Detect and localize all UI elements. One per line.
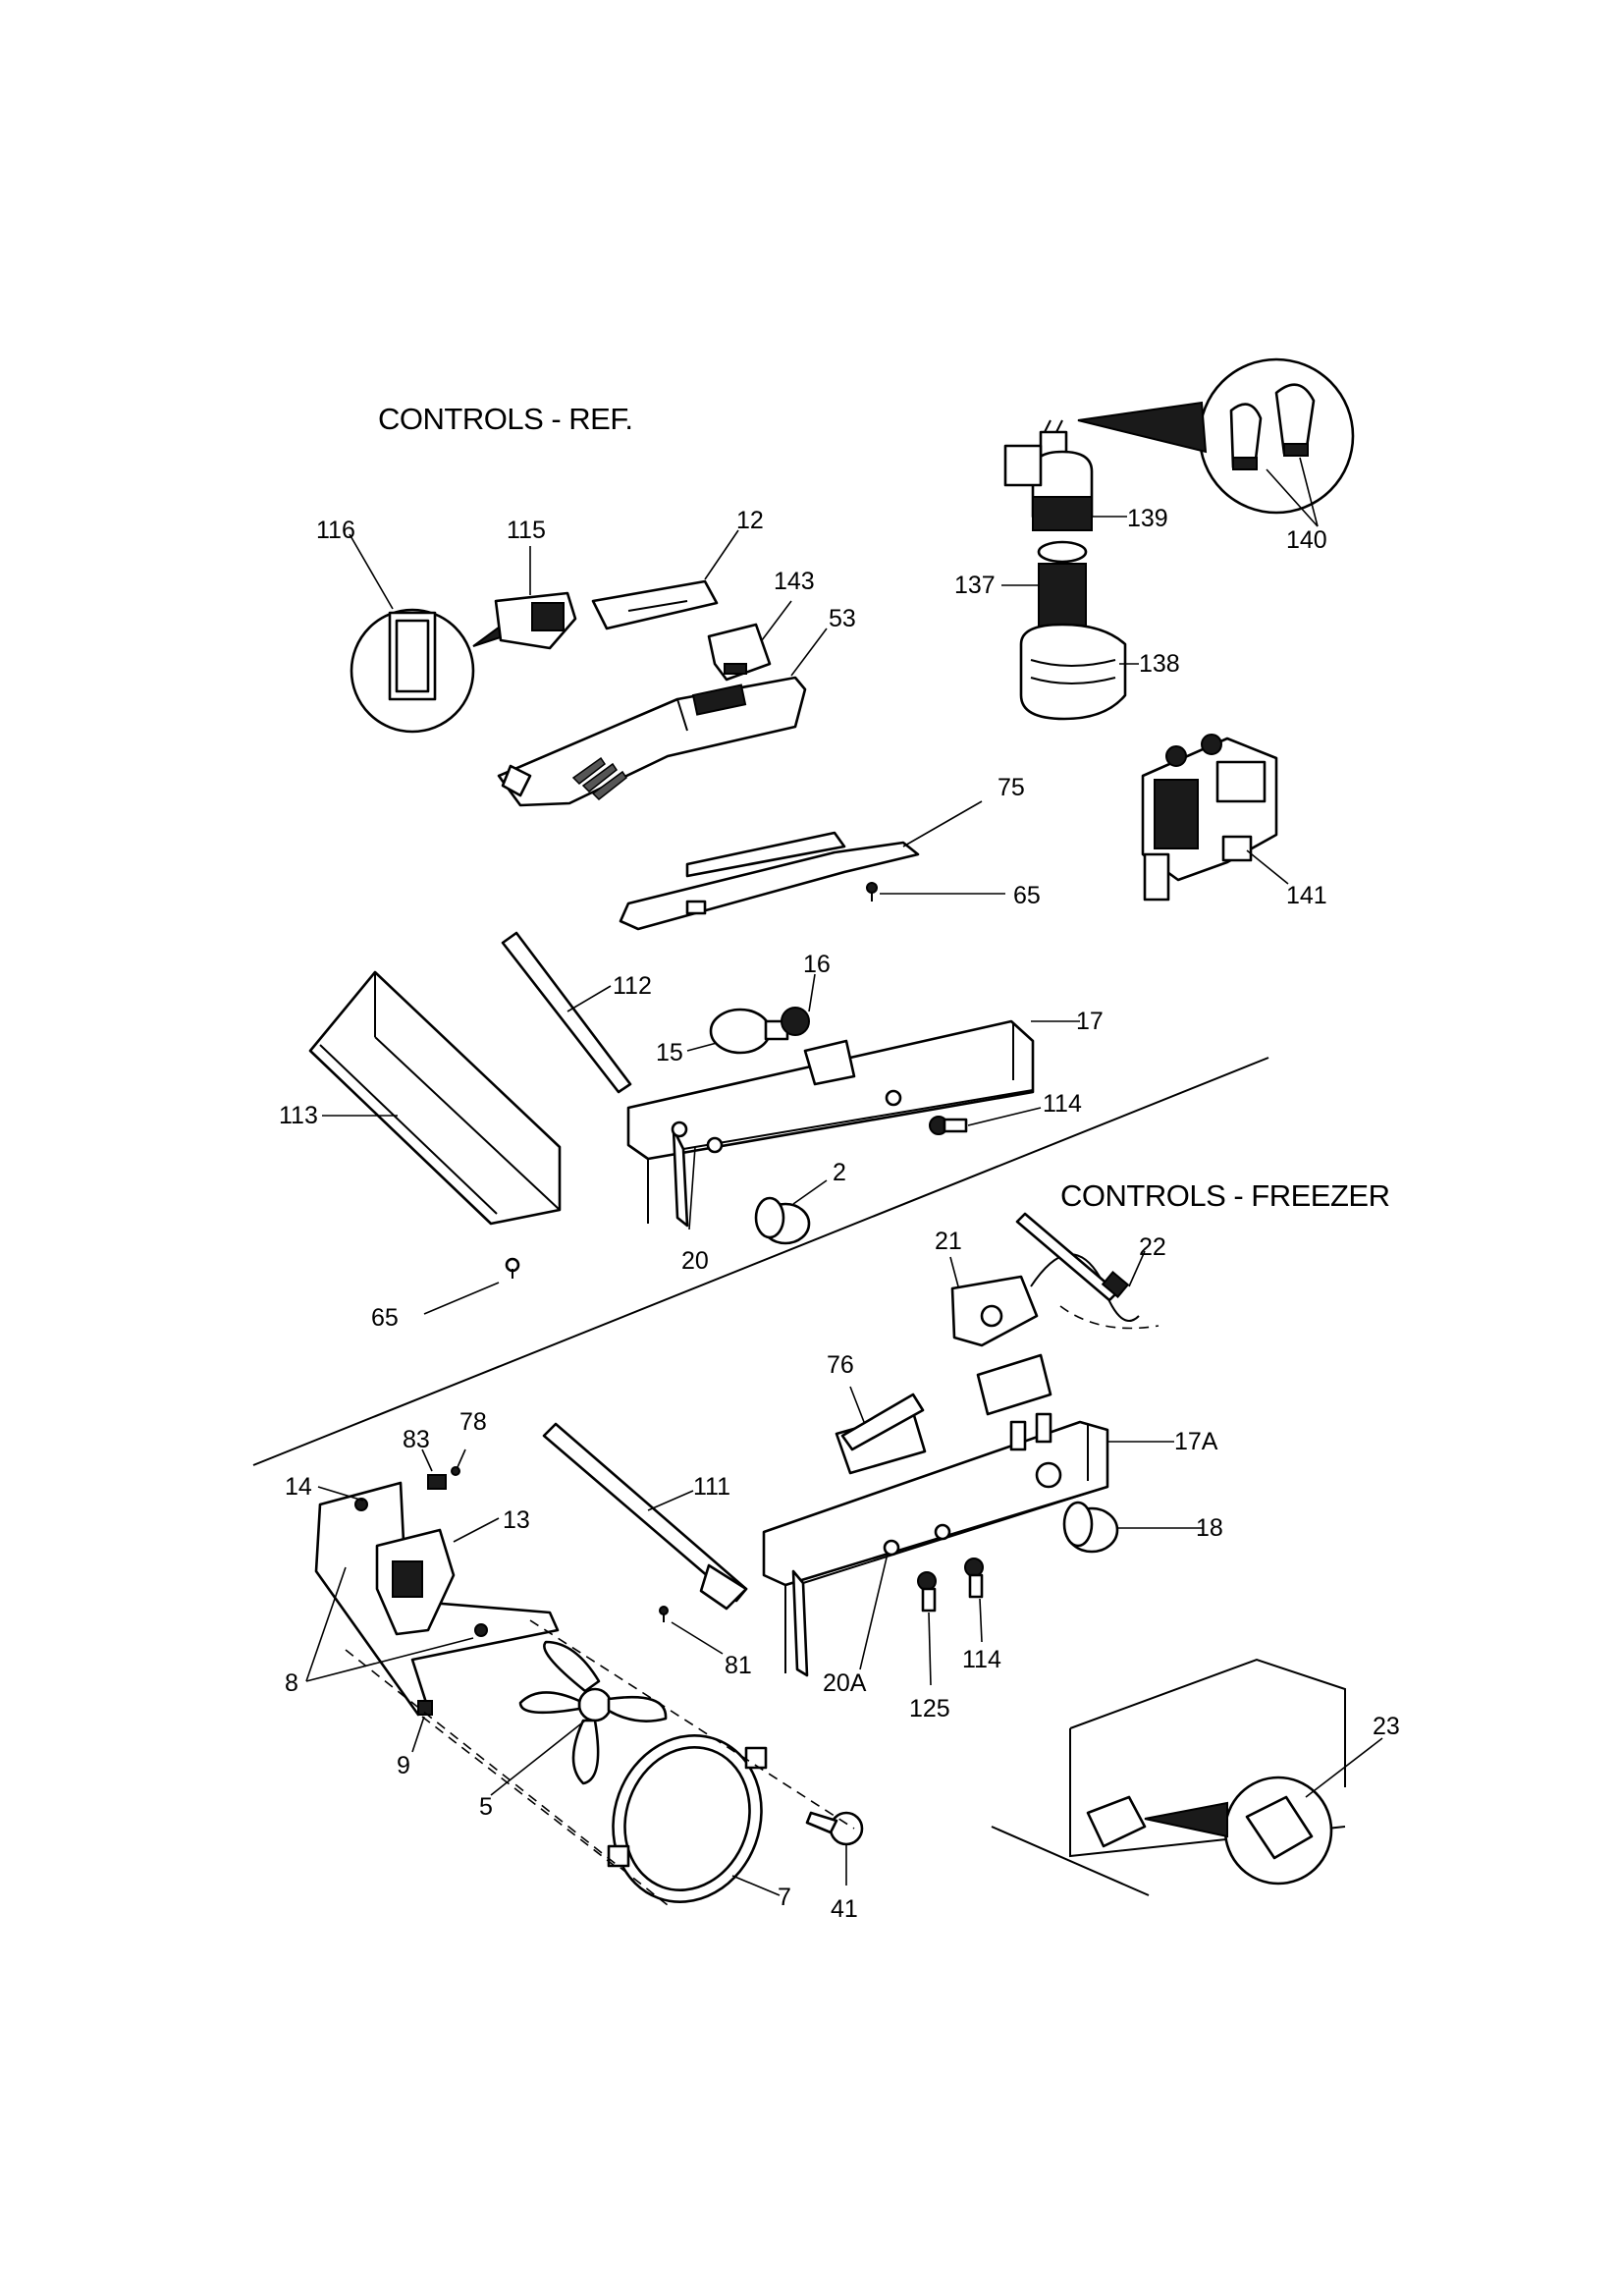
label-20a: 20A	[823, 1669, 867, 1697]
part-17a-control-housing	[762, 1412, 1174, 1677]
part-137-filter-cartridge	[1001, 540, 1088, 628]
label-139: 139	[1127, 505, 1168, 532]
label-65-upper: 65	[1013, 882, 1041, 909]
label-22: 22	[1139, 1233, 1166, 1261]
label-41: 41	[831, 1895, 858, 1923]
label-2: 2	[833, 1159, 846, 1186]
part-13-fan-motor	[375, 1517, 500, 1636]
assembly-guide-lines	[345, 1619, 855, 1906]
label-81: 81	[725, 1652, 752, 1679]
label-18: 18	[1196, 1514, 1223, 1542]
label-78: 78	[459, 1408, 487, 1436]
part-83-bracket	[421, 1449, 447, 1490]
part-20-leader	[688, 1146, 696, 1230]
label-138: 138	[1139, 650, 1180, 678]
label-141: 141	[1286, 882, 1327, 909]
section-divider-line	[252, 1057, 1269, 1466]
label-113: 113	[279, 1102, 318, 1129]
label-17: 17	[1076, 1008, 1104, 1035]
label-114-lower: 114	[962, 1646, 1001, 1673]
part-20a-leader	[859, 1553, 889, 1670]
label-20: 20	[681, 1247, 709, 1275]
part-78-screw	[451, 1449, 466, 1476]
part-140-elbow-fittings-detail	[1077, 357, 1355, 527]
label-111: 111	[693, 1473, 730, 1501]
part-115-control-housing	[494, 546, 577, 650]
label-76: 76	[827, 1351, 854, 1379]
label-65-lower: 65	[371, 1304, 399, 1332]
part-8-grommet	[305, 1566, 474, 1682]
label-15: 15	[656, 1039, 683, 1066]
label-112: 112	[613, 972, 652, 1000]
part-18-knob	[1062, 1501, 1204, 1554]
part-21-thermostat	[949, 1253, 1160, 1347]
label-143: 143	[774, 568, 815, 595]
part-111-fan-brace	[542, 1422, 748, 1611]
part-143-clip	[707, 600, 792, 682]
part-138-filter-bowl	[1019, 623, 1139, 721]
label-21: 21	[935, 1228, 962, 1255]
part-5-fan-blade	[490, 1640, 668, 1796]
label-12: 12	[736, 507, 764, 534]
part-2-knob	[754, 1179, 828, 1245]
label-16: 16	[803, 951, 831, 978]
label-140: 140	[1286, 526, 1327, 554]
part-139-filter-head	[1003, 419, 1127, 531]
part-12-control-bracket	[591, 529, 739, 630]
part-22-sensing-tube	[1015, 1212, 1146, 1302]
label-116: 116	[316, 517, 355, 544]
part-116-gasket-detail	[349, 533, 514, 734]
part-141-water-valve	[1141, 734, 1289, 902]
label-53: 53	[829, 605, 856, 632]
part-81-screw	[659, 1606, 724, 1655]
label-17a: 17A	[1174, 1428, 1218, 1455]
label-75: 75	[998, 774, 1025, 801]
section-title-controls-freezer: CONTROLS - FREEZER	[1060, 1178, 1389, 1213]
part-76-bracket	[835, 1353, 1052, 1475]
label-115: 115	[507, 517, 546, 544]
part-53-control-panel	[497, 628, 828, 807]
part-114-push-switch	[929, 1107, 1042, 1135]
part-41-screw	[805, 1811, 864, 1886]
label-137: 137	[954, 572, 996, 599]
part-16-socket	[781, 973, 816, 1036]
label-8: 8	[285, 1669, 298, 1697]
part-112-rod	[501, 931, 632, 1094]
part-113-trough	[308, 970, 562, 1226]
label-7: 7	[778, 1884, 791, 1911]
label-23: 23	[1373, 1713, 1400, 1740]
label-114-upper: 114	[1043, 1090, 1082, 1118]
label-9: 9	[397, 1752, 410, 1779]
part-23-switch-detail	[991, 1658, 1383, 1896]
label-83: 83	[403, 1426, 430, 1453]
part-65-screw	[866, 882, 1005, 902]
label-14: 14	[285, 1473, 312, 1501]
part-75-plate	[619, 800, 983, 931]
part-7-fan-shroud-ring	[607, 1734, 781, 1903]
section-title-controls-ref: CONTROLS - REF.	[378, 402, 632, 436]
part-17-control-housing	[626, 1019, 1080, 1228]
label-125: 125	[909, 1695, 950, 1722]
part-114-push-switch-lower	[964, 1558, 984, 1643]
label-5: 5	[479, 1793, 493, 1821]
part-65-screw-lower	[423, 1257, 520, 1315]
part-125-push-switch	[917, 1571, 937, 1686]
label-13: 13	[503, 1506, 530, 1534]
part-15-light-bulb	[686, 1008, 789, 1055]
